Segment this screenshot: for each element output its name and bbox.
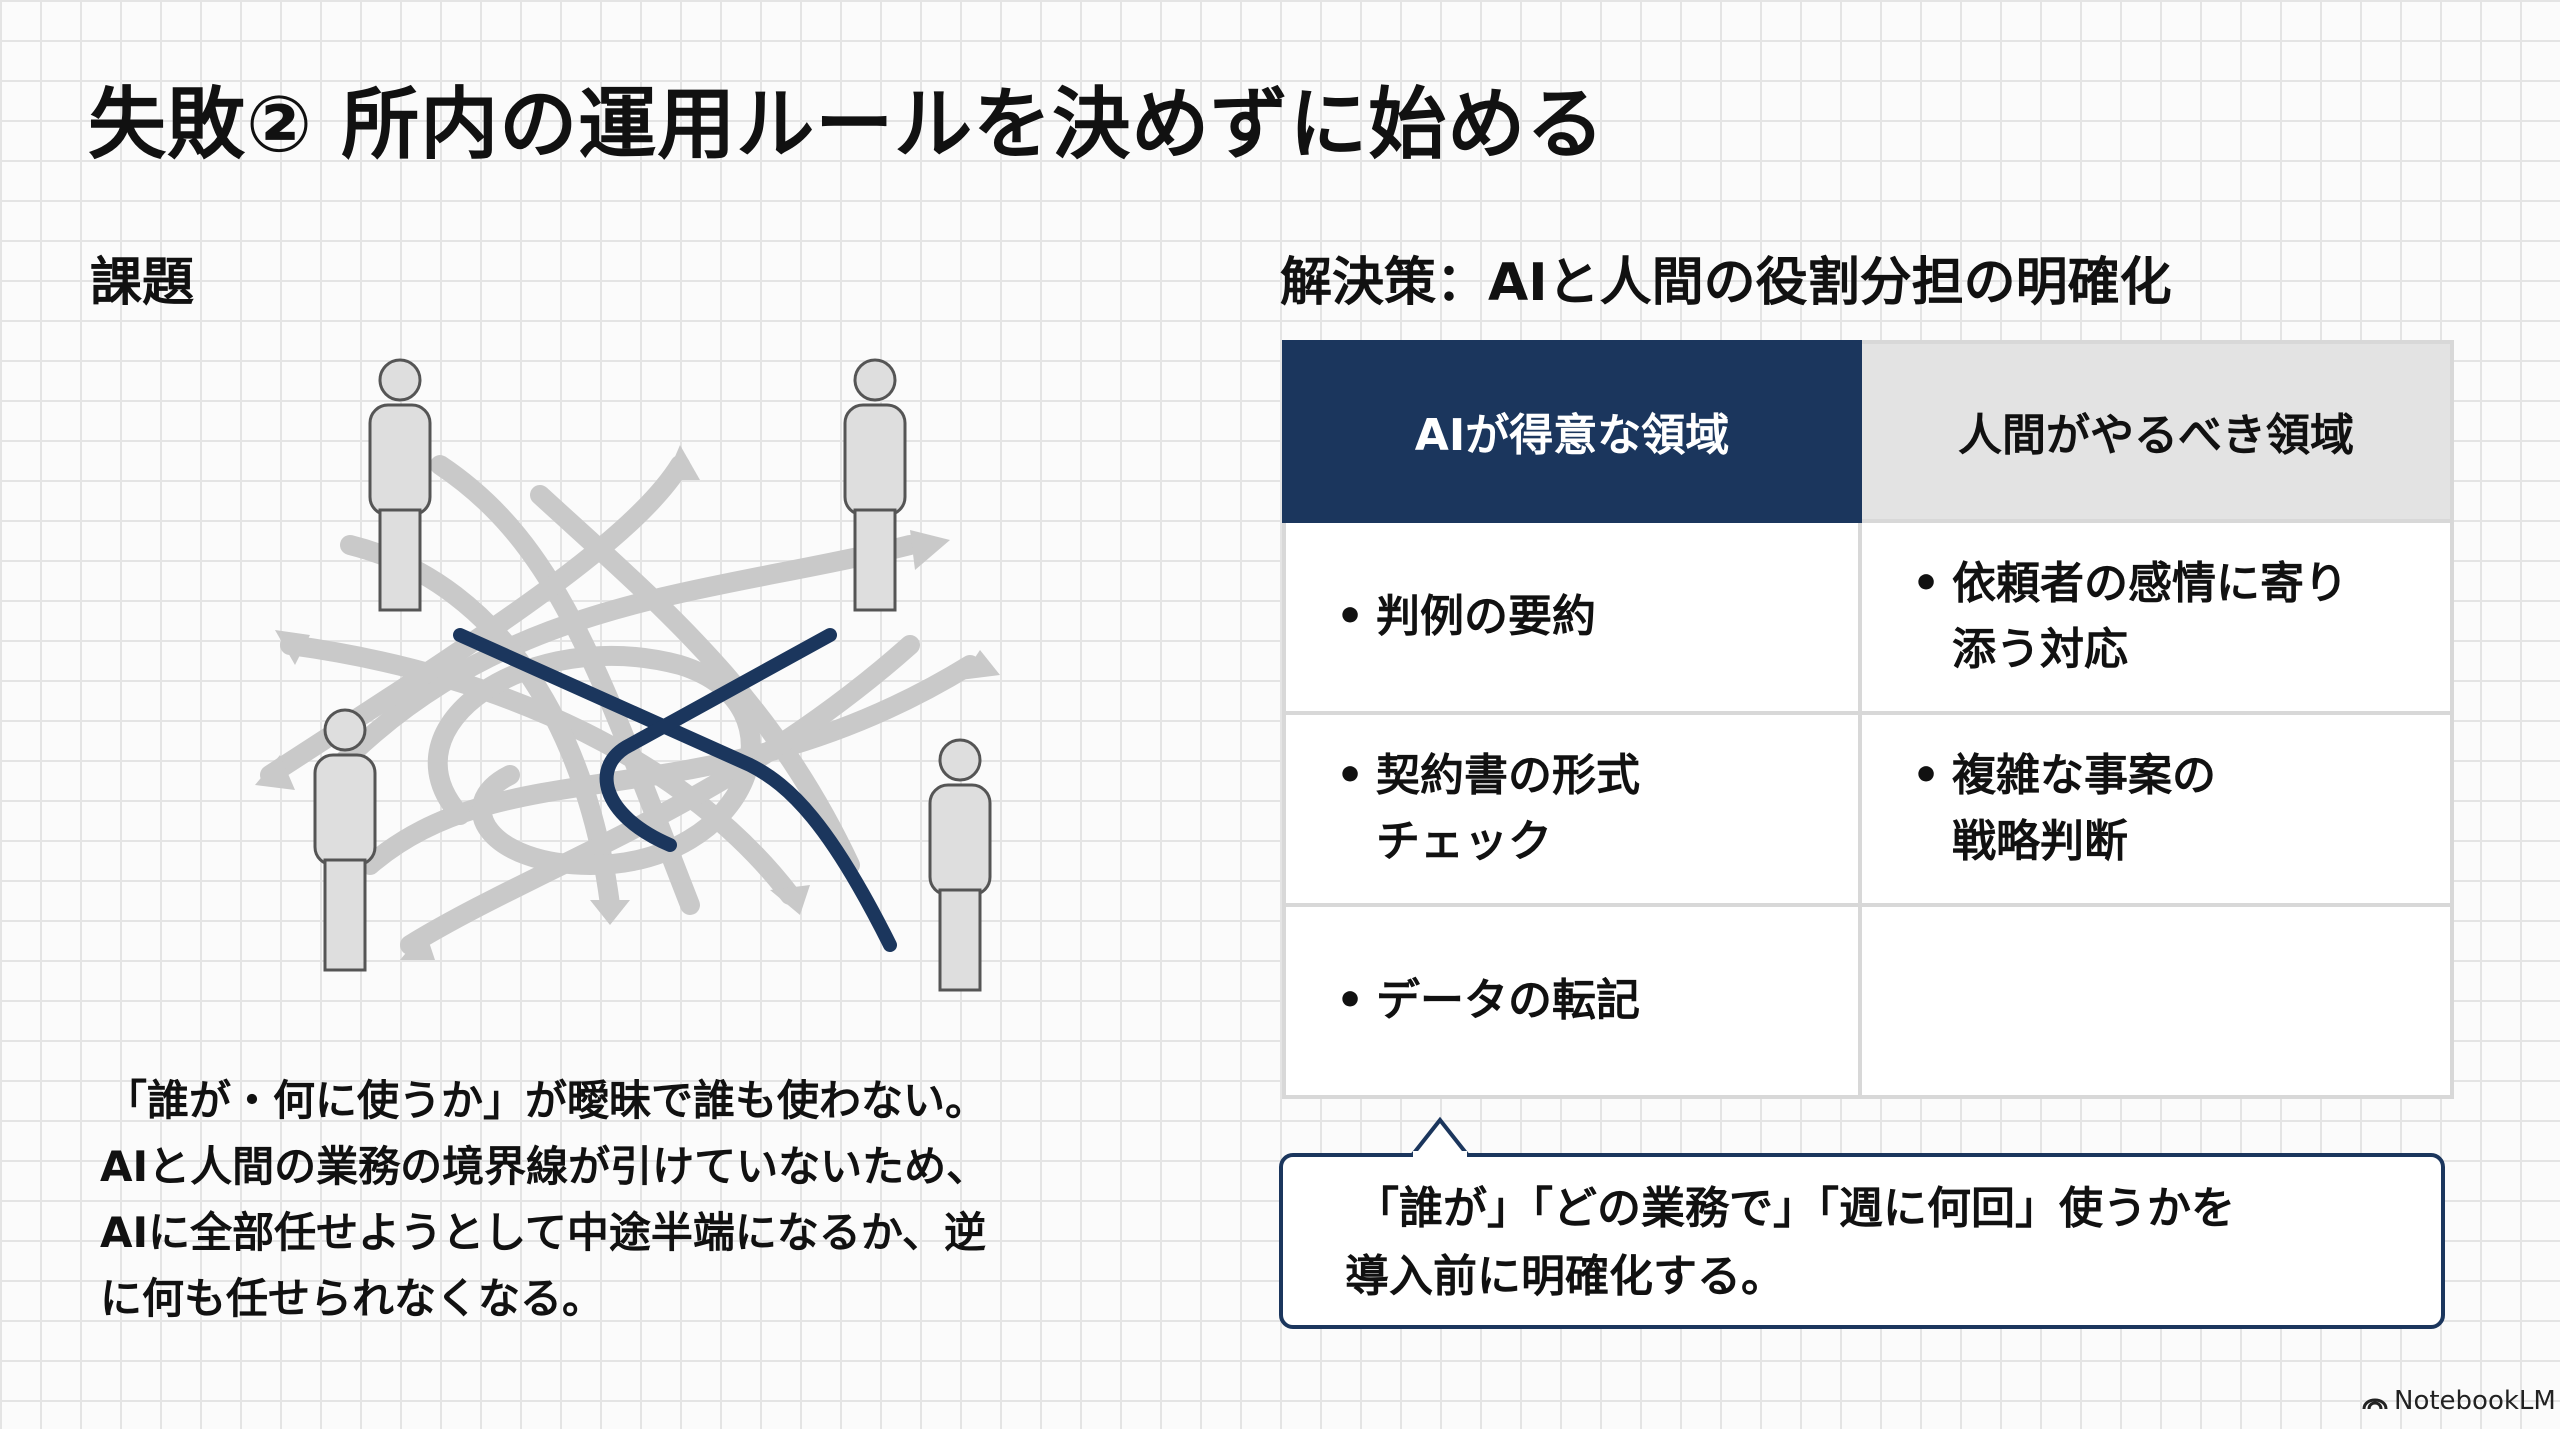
role-division-table: AIが得意な領域 人間がやるべき領域 判例の要約依頼者の感情に寄り 添う対応契約…: [1282, 340, 2454, 1100]
page-title: 失敗② 所内の運用ルールを決めずに始める: [88, 80, 1606, 170]
human-cell: 依頼者の感情に寄り 添う対応: [1858, 518, 2454, 715]
confused-workflow-illustration: [255, 358, 1000, 992]
callout-pointer-mask: [1413, 1151, 1467, 1159]
table-row: 判例の要約依頼者の感情に寄り 添う対応: [1282, 518, 2454, 715]
ai-cell: 契約書の形式 チェック: [1282, 710, 1862, 907]
issue-line: AIと人間の業務の境界線が引けていないため、: [100, 1142, 989, 1191]
cell-text: 判例の要約: [1336, 584, 1857, 650]
ai-cell: データの転記: [1282, 902, 1862, 1100]
issue-description: 「誰が・何に使うか」が曖昧で誰も使わない。 AIと人間の業務の境界線が引けていな…: [100, 1068, 988, 1332]
table-row: データの転記: [1282, 902, 2454, 1100]
solution-heading: 解決策：AIと人間の役割分担の明確化: [1280, 253, 2172, 313]
header-ai: AIが得意な領域: [1282, 340, 1862, 523]
cell-text: データの転記: [1336, 968, 1857, 1034]
table-row: 契約書の形式 チェック複雑な事案の 戦略判断: [1282, 710, 2454, 907]
issue-line: 「誰が・何に使うか」が曖昧で誰も使わない。: [105, 1076, 988, 1125]
notebooklm-icon: [2362, 1398, 2388, 1410]
callout-line: 導入前に明確化する。: [1345, 1251, 1785, 1302]
cell-text: 依頼者の感情に寄り 添う対応: [1912, 551, 2449, 683]
cell-text: 契約書の形式 チェック: [1336, 743, 1857, 875]
header-human: 人間がやるべき領域: [1858, 340, 2454, 523]
cell-text: 複雑な事案の 戦略判断: [1912, 743, 2449, 875]
human-cell: 複雑な事案の 戦略判断: [1858, 710, 2454, 907]
table-header-row: AIが得意な領域 人間がやるべき領域: [1282, 340, 2454, 523]
issue-line: AIに全部任せようとして中途半端になるか、逆: [100, 1208, 987, 1257]
person-figure: [368, 358, 432, 612]
human-cell: [1858, 902, 2454, 1100]
callout-text: 「誰が」「どの業務で」「週に何回」使うかを 導入前に明確化する。: [1345, 1175, 2235, 1311]
callout-box: [1279, 1153, 2445, 1329]
logo-text: NotebookLM: [2394, 1386, 2556, 1416]
callout-pointer: [1410, 1116, 1470, 1158]
issue-line: に何も任せられなくなる。: [100, 1274, 605, 1323]
notebooklm-logo: NotebookLM: [2362, 1386, 2556, 1416]
ai-cell: 判例の要約: [1282, 518, 1862, 715]
issue-heading: 課題: [90, 253, 195, 313]
callout-line: 「誰が」「どの業務で」「週に何回」使うかを: [1355, 1183, 2235, 1234]
